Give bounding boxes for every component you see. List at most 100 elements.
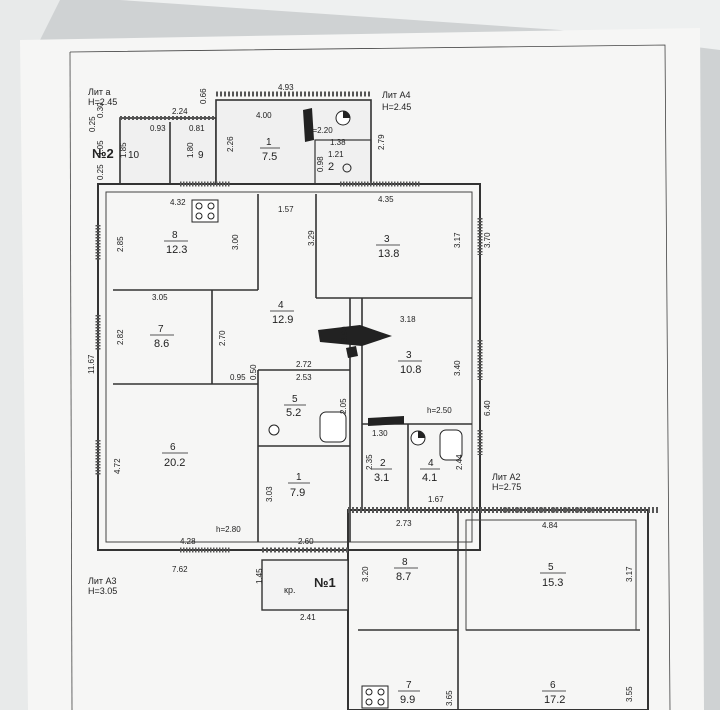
height-room-6: h=2.80 [216, 525, 241, 534]
dim-4-93: 4.93 [278, 83, 294, 92]
dim-4-32: 4.32 [170, 198, 186, 207]
room-3b-number: 3 [406, 350, 412, 361]
dim-3-65: 3.65 [445, 690, 454, 706]
room-3-number: 3 [384, 234, 390, 245]
toilet-room5-icon [268, 424, 280, 436]
marker-redactions [303, 108, 404, 426]
dim-1-80: 1.80 [186, 142, 195, 158]
room-4b-area: 4.1 [422, 472, 437, 484]
dim-7-62: 7.62 [172, 565, 188, 574]
room-1b-number: 1 [296, 472, 302, 483]
room-8b-number: 8 [402, 557, 408, 568]
dim-4-28: 4.28 [180, 537, 196, 546]
porch-label: кр. [284, 585, 295, 595]
dim-2-53: 2.53 [296, 373, 312, 382]
room-7b-number: 7 [406, 680, 412, 691]
dim-2-60: 2.60 [298, 537, 314, 546]
dim-4-72: 4.72 [113, 458, 122, 474]
dim-1-05: 1.05 [96, 140, 105, 156]
room-7-number: 7 [158, 324, 164, 335]
dim-1-30: 1.30 [372, 429, 388, 438]
label-lit-a4-height: H=2.45 [382, 102, 411, 112]
dim-0-81: 0.81 [189, 124, 205, 133]
height-apartment-1: h=2.50 [427, 406, 452, 415]
dim-0-25-b: 0.25 [96, 164, 105, 180]
dim-2-85: 2.85 [116, 236, 125, 252]
dim-0-50: 0.50 [249, 364, 258, 380]
room-1-top-number: 1 [266, 137, 272, 148]
dim-4-35: 4.35 [378, 195, 394, 204]
dim-3-29: 3.29 [307, 230, 316, 246]
label-lit-a2-height: H=2.75 [492, 482, 521, 492]
label-lit-a-height: H=2.45 [88, 97, 117, 107]
apartment-2-label: №2 [92, 146, 114, 161]
dim-2-44: 2.44 [455, 454, 464, 470]
dim-0-25-a: 0.25 [88, 116, 97, 132]
dim-2-24: 2.24 [172, 107, 188, 116]
room-7b-area: 9.9 [400, 694, 415, 706]
dim-3-55: 3.55 [625, 686, 634, 702]
room-2b-number: 2 [380, 458, 386, 469]
porch [261, 547, 349, 611]
dim-2-41: 2.41 [300, 613, 316, 622]
dim-4-84: 4.84 [542, 521, 558, 530]
dim-3-05: 3.05 [152, 293, 168, 302]
room-4-area: 12.9 [272, 314, 293, 326]
room-6b-area: 17.2 [544, 694, 565, 706]
dim-4-00: 4.00 [256, 111, 272, 120]
dim-6-40: 6.40 [483, 400, 492, 416]
room-5b-number: 5 [548, 562, 554, 573]
window-marks [95, 181, 600, 553]
dim-3-18: 3.18 [400, 315, 416, 324]
boiler-room4-icon [410, 430, 426, 446]
dim-2-72: 2.72 [296, 360, 312, 369]
dim-3-70: 3.70 [483, 232, 492, 248]
room-4b-number: 4 [428, 458, 434, 469]
dim-1-57: 1.57 [278, 205, 294, 214]
dim-1-67: 1.67 [428, 495, 444, 504]
room-8-number: 8 [172, 230, 178, 241]
room-2b-area: 3.1 [374, 472, 389, 484]
room-2-top-number: 2 [328, 161, 334, 173]
dim-3-17-a: 3.17 [453, 232, 462, 248]
dim-3-00: 3.00 [231, 234, 240, 250]
dim-2-70: 2.70 [218, 330, 227, 346]
sheet-frame-left [69, 51, 73, 710]
room-1b-area: 7.9 [290, 487, 305, 499]
room-6-area: 20.2 [164, 457, 185, 469]
room-6b-number: 6 [550, 680, 556, 691]
dim-3-17-b: 3.17 [625, 566, 634, 582]
dim-11-67: 11.67 [87, 354, 96, 374]
dim-2-05: 2.05 [339, 398, 348, 414]
dim-3-20: 3.20 [361, 566, 370, 582]
apartment-1-label: №1 [314, 575, 336, 590]
back-sheet [120, 0, 720, 50]
bathtub-room4-icon [439, 429, 463, 461]
room-6-number: 6 [170, 442, 176, 453]
dim-3-90: 3.90 [340, 326, 349, 342]
room-8b-area: 8.7 [396, 571, 411, 583]
dim-2-82: 2.82 [116, 329, 125, 345]
room-5b-area: 15.3 [542, 577, 563, 589]
room-4-number: 4 [278, 300, 284, 311]
sheet-frame [69, 44, 671, 710]
room-8-area: 12.3 [166, 244, 187, 256]
stove-room7b-icon [361, 685, 389, 709]
dim-2-79: 2.79 [377, 134, 386, 150]
dim-3-03: 3.03 [265, 486, 274, 502]
dim-1-85: 1.85 [119, 142, 128, 158]
room-10-number: 10 [128, 150, 140, 161]
room-3-area: 13.8 [378, 248, 399, 260]
dim-2-35: 2.35 [365, 454, 374, 470]
dim-1-21: 1.21 [328, 150, 344, 159]
label-lit-a4: Лит А4 [382, 90, 411, 100]
label-lit-a3-height: H=3.05 [88, 586, 117, 596]
dim-2-73: 2.73 [396, 519, 412, 528]
label-lit-a3: Лит А3 [88, 576, 117, 586]
stove-room8-icon [191, 199, 219, 223]
dim-0-66: 0.66 [199, 88, 208, 104]
room-1-top-area: 7.5 [262, 151, 277, 163]
annex-lit-a4 [215, 91, 372, 185]
